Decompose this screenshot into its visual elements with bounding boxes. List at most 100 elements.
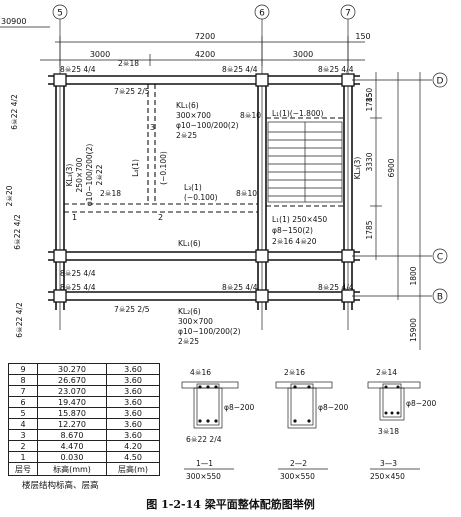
column-5c [53, 249, 67, 263]
axis-label-7: 7 [345, 9, 351, 19]
floor-number: 4 [8, 418, 38, 430]
floor-elevation: 4.470 [37, 440, 107, 452]
section-2-name: 2—2 [290, 459, 307, 468]
table-row: 3 8.670 3.60 [8, 429, 160, 441]
floor-height: 3.60 [106, 418, 160, 430]
floor-height: 4.50 [106, 451, 160, 463]
l3-elevation: (−0.100) [184, 193, 218, 202]
axis-bubble-6: 6 [254, 4, 270, 20]
column-6d [255, 73, 269, 87]
l4-elevation: (−0.100) [159, 151, 168, 185]
floor-elevation: 30.270 [37, 363, 107, 375]
l1-lower-name: L₁(1) 250×450 [272, 215, 327, 224]
kl1-top-rebar: 2☠25 [176, 131, 197, 140]
kl1-name: KL₁(6) [176, 101, 199, 110]
section-1-size: 300×550 [186, 472, 221, 481]
kl2-name: KL₂(6) [178, 307, 201, 316]
misc-8-10-a: 8☠10 [236, 189, 257, 198]
dim-1785-bottom: 1785 [365, 220, 374, 239]
axis-label-5: 5 [57, 9, 63, 19]
l1-upper-label: L₁(1)(−1.800) [272, 109, 323, 118]
axis-label-6: 6 [259, 9, 265, 19]
floor-number: 8 [8, 374, 38, 386]
column-6c [255, 249, 269, 263]
section-2-top-rebar: 2☠16 [284, 368, 305, 377]
floor-elevation-table: 9 30.270 3.60 8 26.670 3.60 7 23.070 3.6… [8, 363, 160, 476]
beam-label-mid-2: 8☠25 4/4 [60, 283, 96, 292]
table-row: 8 26.670 3.60 [8, 374, 160, 386]
beam-label-top-1: 8☠25 4/4 [60, 65, 96, 74]
table-row: 5 15.870 3.60 [8, 407, 160, 419]
table-caption: 楼层结构标高、层高 [22, 481, 99, 491]
beam-label-top-4: 8☠25 4/4 [222, 65, 258, 74]
kl3-name: KL₃(3) [65, 164, 74, 187]
section-3-name: 3—3 [380, 459, 397, 468]
l1-lower-rebar: 2☠16 4☠20 [272, 237, 317, 246]
column-5d [53, 73, 67, 87]
floor-number: 3 [8, 429, 38, 441]
beam-label-mid-4: 7☠25 2/5 [114, 305, 150, 314]
beam-label-mid-3: 8☠25 4/4 [222, 283, 258, 292]
dim-15900: 15900 [409, 318, 418, 342]
kl1-size: 300×700 [176, 111, 211, 120]
beam-plan: 5 6 7 30900 7200 150 3000 4200 3000 [0, 4, 448, 350]
kl3-right-label: KL₃(3) [353, 157, 362, 180]
beam-label-top-2: 2☠18 [118, 59, 139, 68]
axis-bubble-5: 5 [52, 4, 68, 20]
floor-height: 3.60 [106, 374, 160, 386]
section-3-bottom-rebar: 3☠18 [378, 427, 399, 436]
floor-elevation: 12.270 [37, 418, 107, 430]
left-rebar-1: 6☠22 4/2 [10, 94, 19, 130]
beam-label-top-5: 8☠25 4/4 [318, 65, 354, 74]
misc-8-10-b: 8☠10 [240, 111, 261, 120]
axis-bubble-7: 7 [340, 4, 356, 20]
figure-caption: 图 1-2-14 梁平面整体配筋图举例 [146, 498, 315, 511]
floor-elevation: 0.030 [37, 451, 107, 463]
table-row: 9 30.270 3.60 [8, 363, 160, 375]
floor-elevation: 15.870 [37, 407, 107, 419]
section-3-stirrup: φ8−200 [406, 399, 437, 408]
kl3-annotation: KL₃(3) 250×700 φ10−100/200(2) 2☠22 [65, 144, 104, 207]
dim-3000-right: 3000 [293, 50, 313, 59]
table-header-row: 层号 标高(mm) 层高(m) [8, 462, 160, 476]
kl3-stirrup: φ10−100/200(2) [85, 144, 94, 207]
section-2-stirrup: φ8−200 [318, 403, 349, 412]
floor-number: 2 [8, 440, 38, 452]
floor-height: 3.60 [106, 363, 160, 375]
section-mark-3: 3 [150, 123, 155, 132]
table-row: 6 19.470 3.60 [8, 396, 160, 408]
floor-height: 4.20 [106, 440, 160, 452]
kl1-annotation: KL₁(6) 300×700 φ10−100/200(2) 2☠25 [176, 101, 239, 140]
l3-name: L₃(1) [184, 183, 202, 192]
floor-height: 3.60 [106, 407, 160, 419]
dim-3330: 3330 [365, 152, 374, 171]
section-1-stirrup: φ8−200 [224, 403, 255, 412]
axis-label-c: C [437, 253, 443, 263]
axis-bubble-b: B [352, 288, 448, 304]
section-3-top-rebar: 2☠14 [376, 368, 397, 377]
floor-elevation: 26.670 [37, 374, 107, 386]
section-1-bottom-rebar: 6☠22 2/4 [186, 435, 222, 444]
l4-annotation: L₄(1) (−0.100) [131, 151, 168, 185]
dim-7200: 7200 [195, 32, 215, 41]
dim-6900: 6900 [387, 158, 396, 177]
axis-bubble-d: D [352, 72, 448, 88]
misc-2-18: 2☠18 [100, 189, 121, 198]
section-1-top-rebar: 4☠16 [190, 368, 211, 377]
axis-bubble-c: C [352, 248, 448, 264]
floor-height: 3.60 [106, 385, 160, 397]
dim-1800: 1800 [409, 266, 418, 285]
kl1-stirrup: φ10−100/200(2) [176, 121, 239, 130]
kl2-annotation: KL₂(6) 300×700 φ10−100/200(2) 2☠25 [178, 307, 241, 346]
top-elevation: 30900 [1, 17, 26, 26]
axis-label-b: B [437, 293, 443, 303]
section-2-2: 2☠16 φ8−200 2—2 300×550 [275, 368, 349, 481]
kl3-size: 250×700 [75, 157, 84, 192]
floor-number: 5 [8, 407, 38, 419]
floor-elevation: 19.470 [37, 396, 107, 408]
floor-elevation: 8.670 [37, 429, 107, 441]
kl1-mid-label: KL₁(6) [178, 239, 201, 248]
l4-name: L₄(1) [131, 159, 140, 177]
beam-label-top-3: 7☠25 2/5 [114, 87, 150, 96]
